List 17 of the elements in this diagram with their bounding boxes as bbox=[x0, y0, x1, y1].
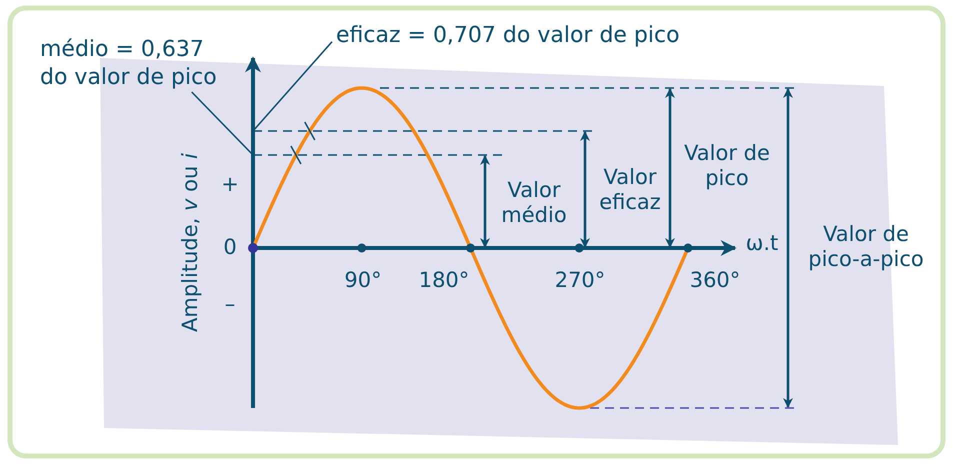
tick-label: 360° bbox=[690, 268, 740, 294]
axis-title: Amplitude, v ou i bbox=[177, 154, 202, 332]
axis-sign: + bbox=[221, 172, 239, 198]
tick-label: 90° bbox=[344, 268, 382, 294]
leader-line bbox=[191, 91, 254, 156]
tick-label: 180° bbox=[418, 268, 470, 294]
leader-line bbox=[252, 41, 333, 132]
axis-value: 0 bbox=[223, 235, 237, 261]
dimension-label: Valor de pico-a-pico bbox=[807, 222, 925, 272]
dimension-label: Valor médio bbox=[500, 178, 568, 228]
tick-label: 270° bbox=[554, 268, 606, 294]
axis-sign: – bbox=[224, 292, 236, 318]
annotation-text: médio = 0,637 do valor de pico bbox=[40, 36, 225, 91]
dimension-label: Valor eficaz bbox=[598, 164, 662, 216]
axis-title: ω.t bbox=[746, 231, 778, 257]
dimension-label: Valor de pico bbox=[684, 140, 770, 192]
annotation-text: eficaz = 0,707 do valor de pico bbox=[336, 22, 680, 50]
